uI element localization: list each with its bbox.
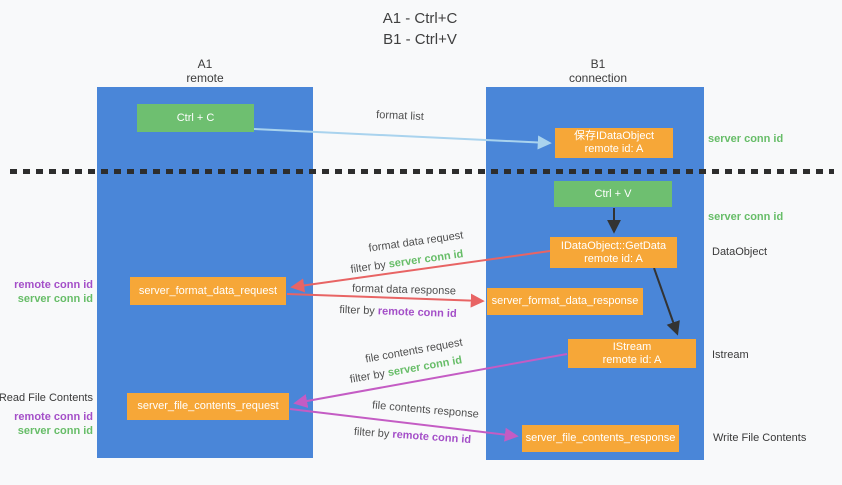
label-filter-by-remote-conn-id-2: filter by remote conn id [325,424,500,448]
istream-line1: IStream [612,340,652,353]
left-label-remote-conn-id-bottom: remote conn id [14,411,93,423]
node-save-idataobject: 保存IDataObject remote id: A [555,128,673,158]
filter-by-text: filter by [349,258,390,276]
filter-by-text: filter by [353,425,393,441]
right-label-dataobject: DataObject [712,246,768,258]
file-response-label: server_file_contents_response [525,432,676,444]
node-server-format-data-response: server_format_data_response [487,288,643,315]
format-request-label: server_format_data_request [138,284,278,297]
label-format-list: format list [375,108,425,124]
right-label-write-file-contents: Write File Contents [713,432,807,444]
format-response-label: server_format_data_response [491,295,639,307]
label-filter-by-remote-conn-id-1: filter by remote conn id [313,303,483,321]
label-file-contents-response: file contents response [371,399,480,421]
server-conn-id-key: server conn id [387,248,465,271]
node-idataobject-getdata: IDataObject::GetData remote id: A [550,237,677,268]
istream-line2: remote id: A [602,353,662,366]
left-label-remote-conn-id-top: remote conn id [14,279,93,291]
save-idataobject-line1: 保存IDataObject [573,130,655,142]
getdata-line1: IDataObject::GetData [560,239,667,252]
remote-conn-id-key: remote conn id [391,428,472,447]
node-istream: IStream remote id: A [568,339,696,368]
lifeline-header-b1: B1 connection [538,57,658,85]
lifeline-b1-name: B1 [590,57,606,71]
save-idataobject-line2: remote id: A [584,143,644,155]
left-label-read-file-contents: Read File Contents [0,392,93,404]
ctrl-c-label: Ctrl + C [176,111,215,124]
getdata-line2: remote id: A [584,252,643,265]
lifeline-header-a1: A1 remote [145,57,265,85]
node-ctrl-c: Ctrl + C [137,104,254,132]
node-server-format-data-request: server_format_data_request [130,277,286,305]
lifeline-a1-name: A1 [197,57,213,71]
filter-by-text: filter by [348,367,389,386]
filter-by-text: filter by [339,303,379,318]
file-request-label: server_file_contents_request [137,400,279,412]
title-line-1: A1 - Ctrl+C [382,10,458,27]
node-server-file-contents-response: server_file_contents_response [522,425,679,452]
right-label-istream: Istream [712,349,749,361]
left-label-server-conn-id-bottom: server conn id [17,425,93,437]
diagram-title: A1 - Ctrl+C B1 - Ctrl+V [320,8,520,50]
right-label-server-conn-id-top: server conn id [708,133,784,145]
node-ctrl-v: Ctrl + V [554,181,672,207]
left-label-server-conn-id-top: server conn id [17,293,93,305]
ctrl-v-label: Ctrl + V [594,187,632,200]
remote-conn-id-key: remote conn id [377,305,457,321]
session-divider-dotted-line [10,169,834,174]
right-label-server-conn-id-mid: server conn id [708,211,784,223]
title-line-2: B1 - Ctrl+V [383,31,457,48]
lifeline-a1-role: remote [186,71,224,85]
label-format-data-response: format data response [351,282,457,298]
lifeline-b1-role: connection [568,71,628,85]
node-server-file-contents-request: server_file_contents_request [127,393,289,420]
